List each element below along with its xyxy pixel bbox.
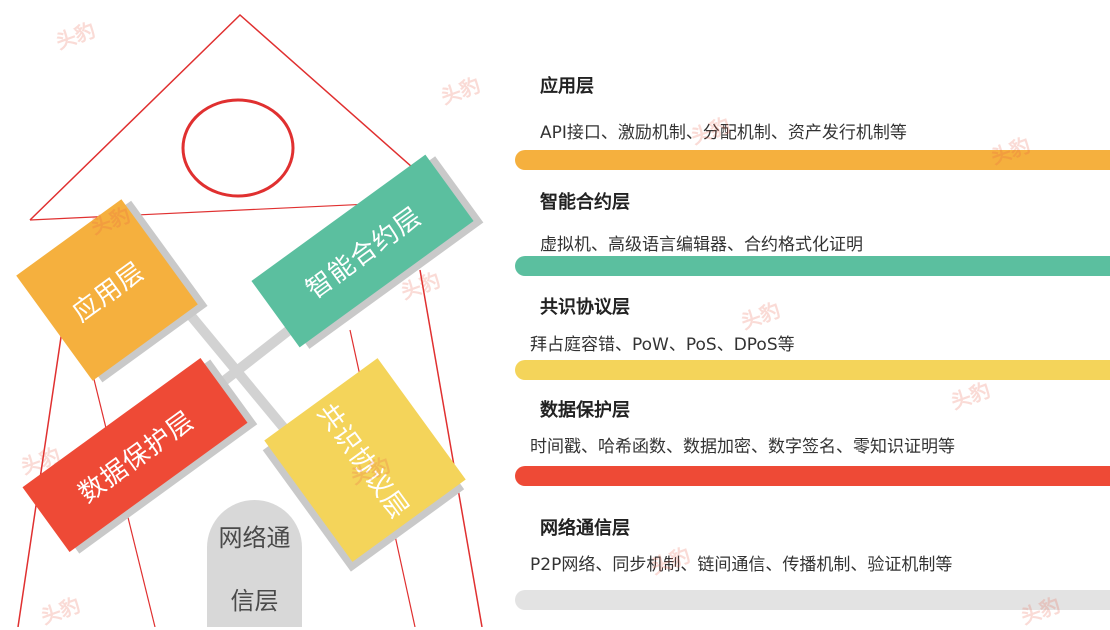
layer-color-bar [515, 466, 1110, 486]
right-wall-outline [419, 269, 483, 627]
layer-description: P2P网络、同步机制、链间通信、传播机制、验证机制等 [530, 555, 953, 575]
layer-color-bar [515, 360, 1110, 380]
layer-color-bar [515, 590, 1110, 610]
layer-description: 虚拟机、高级语言编辑器、合约格式化证明 [540, 235, 863, 255]
roof-outline [29, 13, 456, 221]
layer-description: 时间戳、哈希函数、数据加密、数字签名、零知识证明等 [530, 437, 955, 457]
layer-color-bar [515, 256, 1110, 276]
layer-title: 应用层 [540, 76, 594, 97]
application-layer-label: 应用层 [66, 256, 151, 328]
layer-description: API接口、激励机制、分配机制、资产发行机制等 [540, 123, 907, 143]
top-circle [181, 98, 295, 198]
layer-color-bar [515, 150, 1110, 170]
network-layer-label-line2: 信层 [230, 586, 279, 615]
network-layer-label-line1: 网络通 [218, 524, 291, 553]
blockchain-layer-diagram: 应用层 智能合约层 数据保护层 共识协议层 网络通 信层 [0, 0, 490, 627]
layer-title: 共识协议层 [540, 297, 630, 318]
layer-description-list: 应用层 API接口、激励机制、分配机制、资产发行机制等 智能合约层 虚拟机、高级… [515, 0, 1110, 627]
layer-title: 数据保护层 [540, 400, 630, 421]
layer-description: 拜占庭容错、PoW、PoS、DPoS等 [530, 335, 795, 355]
left-wall-outline [17, 289, 69, 627]
layer-title: 智能合约层 [540, 192, 630, 213]
network-layer-box: 网络通 信层 [207, 500, 302, 627]
layer-title: 网络通信层 [540, 518, 630, 539]
